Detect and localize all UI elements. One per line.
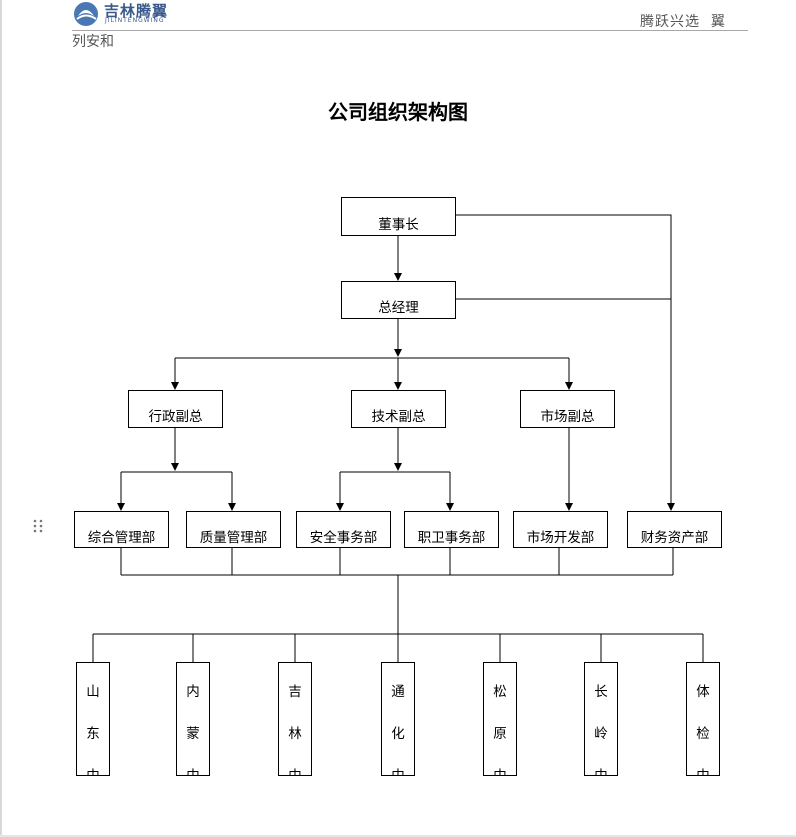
branch-char: 中 — [391, 768, 405, 776]
page-edge — [0, 0, 2, 837]
org-node-label: 技术副总 — [371, 409, 426, 425]
company-logo: 吉林腾翼 JILINTENGWING — [72, 0, 192, 30]
org-node-label: 安全事务部 — [309, 529, 378, 546]
branch-char: 中 — [86, 768, 100, 776]
logo-icon — [74, 2, 98, 26]
logo-text-cn: 吉林腾翼 — [104, 2, 169, 20]
org-node-vp-admin: 行政副总 — [128, 390, 223, 428]
org-node-label: 质量管理部 — [199, 529, 268, 546]
org-node-dept: 安全事务部 — [296, 511, 391, 548]
branch-char: 中 — [696, 768, 710, 776]
branch-char: 通 — [391, 684, 405, 700]
branch-char: 东 — [86, 726, 100, 742]
org-node-dept: 综合管理部 — [74, 511, 169, 548]
org-node-dept: 职卫事务部 — [404, 511, 499, 548]
org-node-label: 董事长 — [378, 216, 419, 233]
org-node-label: 市场开发部 — [526, 529, 595, 546]
org-node-dept: 市场开发部 — [513, 511, 608, 548]
document-title: 公司组织架构图 — [328, 100, 468, 124]
branch-char: 中 — [493, 768, 507, 776]
branch-char: 松 — [493, 684, 507, 700]
branch-char: 吉 — [288, 684, 302, 700]
org-node-branch: 内 蒙 中 — [176, 662, 210, 776]
org-node-label: 职卫事务部 — [417, 529, 486, 546]
branch-char: 体 — [696, 684, 710, 700]
branch-char: 内 — [186, 684, 200, 700]
org-node-branch: 通 化 中 — [381, 662, 415, 776]
page-edge — [0, 835, 796, 837]
org-node-label: 综合管理部 — [87, 529, 156, 546]
org-node-label: 行政副总 — [148, 409, 203, 425]
branch-char: 山 — [86, 684, 100, 700]
org-node-branch: 松 原 中 — [483, 662, 517, 776]
drag-handle-icon[interactable] — [33, 519, 43, 533]
org-node-dept: 财务资产部 — [627, 511, 722, 548]
org-node-general-manager: 总经理 — [341, 281, 456, 319]
org-node-dept: 质量管理部 — [186, 511, 281, 548]
org-node-branch: 体 检 中 — [686, 662, 720, 776]
org-node-branch: 山 东 中 — [76, 662, 110, 776]
header-right-text: 腾跃兴选 翼 — [640, 14, 726, 30]
header-rule — [72, 30, 748, 31]
logo-text-en: JILINTENGWING — [105, 17, 165, 24]
org-node-branch: 吉 林 中 — [278, 662, 312, 776]
branch-char: 长 — [594, 684, 608, 700]
org-node-board: 董事长 — [341, 197, 456, 236]
branch-char: 岭 — [594, 726, 608, 742]
branch-char: 林 — [288, 726, 302, 742]
header-left-text: 列安和 — [72, 34, 114, 50]
org-node-label: 总经理 — [378, 300, 419, 316]
branch-char: 检 — [696, 726, 710, 742]
org-node-vp-market: 市场副总 — [520, 390, 615, 428]
branch-char: 中 — [594, 768, 608, 776]
org-node-branch: 长 岭 中 — [584, 662, 618, 776]
branch-char: 中 — [288, 768, 302, 776]
org-node-label: 市场副总 — [540, 409, 595, 425]
branch-char: 原 — [493, 726, 507, 742]
branch-char: 蒙 — [186, 726, 200, 742]
branch-char: 化 — [391, 726, 405, 742]
org-node-vp-tech: 技术副总 — [351, 390, 446, 428]
branch-char: 中 — [186, 768, 200, 776]
org-node-label: 财务资产部 — [640, 529, 709, 546]
